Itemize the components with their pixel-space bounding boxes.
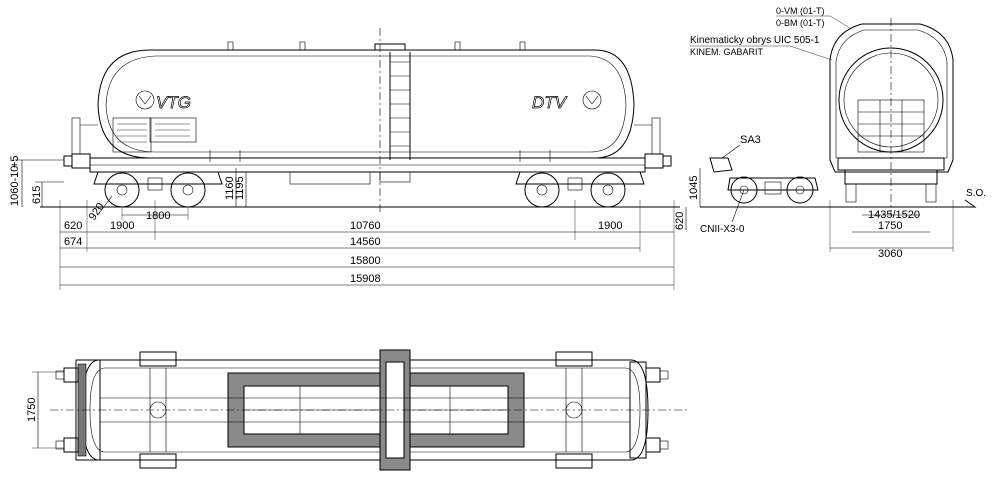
logo-right-text: DTV [532, 93, 568, 112]
plan-view: 1750 [26, 349, 690, 471]
dim-14560: 14560 [350, 236, 381, 248]
label-cnii: CNII-X3-0 [700, 224, 745, 235]
bogie-right [515, 171, 645, 208]
dim-1900-right: 1900 [598, 220, 622, 232]
dim-1060: 1060-10 [9, 166, 21, 206]
dim-620-left: 620 [64, 220, 82, 232]
dim-1800: 1800 [146, 210, 170, 222]
label-sa3: SA3 [740, 134, 761, 146]
dim-920: 920 [87, 201, 107, 223]
gauge-top-2: 0-BM (01-T) [776, 18, 825, 28]
dim-15908: 15908 [350, 273, 381, 285]
logo-left-text: VTG [156, 93, 191, 112]
dim-15800: 15800 [350, 255, 381, 267]
profile-label-1: Kinematicky obrys UIC 505-1 [690, 35, 820, 46]
dim-1045: 1045 [688, 176, 700, 200]
dim-10760: 10760 [350, 220, 381, 232]
vtg-logo: VTG [135, 90, 191, 112]
dim-3060: 3060 [878, 248, 902, 260]
dim-620-right: 620 [674, 212, 686, 230]
dtv-logo: DTV [532, 90, 602, 112]
dim-1435: 1435/1520 [868, 209, 920, 221]
dim-1900-left: 1900 [110, 220, 134, 232]
gauge-top-1: 0-VM (01-T) [776, 6, 825, 16]
profile-label-2: KINEM. GABARIT [690, 47, 764, 57]
dim-674: 674 [64, 236, 82, 248]
bogie-detail: SA3 CNII-X3-0 1045 620 [674, 134, 830, 235]
dim-615: 615 [31, 186, 43, 204]
bogie-left [93, 171, 223, 208]
ladder [389, 52, 411, 160]
dim-1160: 1160 [224, 176, 236, 200]
dim-1750-plan: 1750 [26, 398, 38, 422]
dim-plus5: +5 [9, 155, 21, 168]
label-so: S.O. [966, 188, 986, 199]
dim-1195: 1195 [234, 176, 246, 200]
side-dimensions: 1060-10 +5 615 1160 1195 920 1800 620 19… [9, 155, 675, 290]
end-view: S.O. 0-VM (01-T) 0-BM (01-T) Kinematicky… [690, 6, 986, 260]
side-elevation: VTG DTV [40, 28, 680, 215]
dim-1750-end: 1750 [878, 220, 902, 232]
